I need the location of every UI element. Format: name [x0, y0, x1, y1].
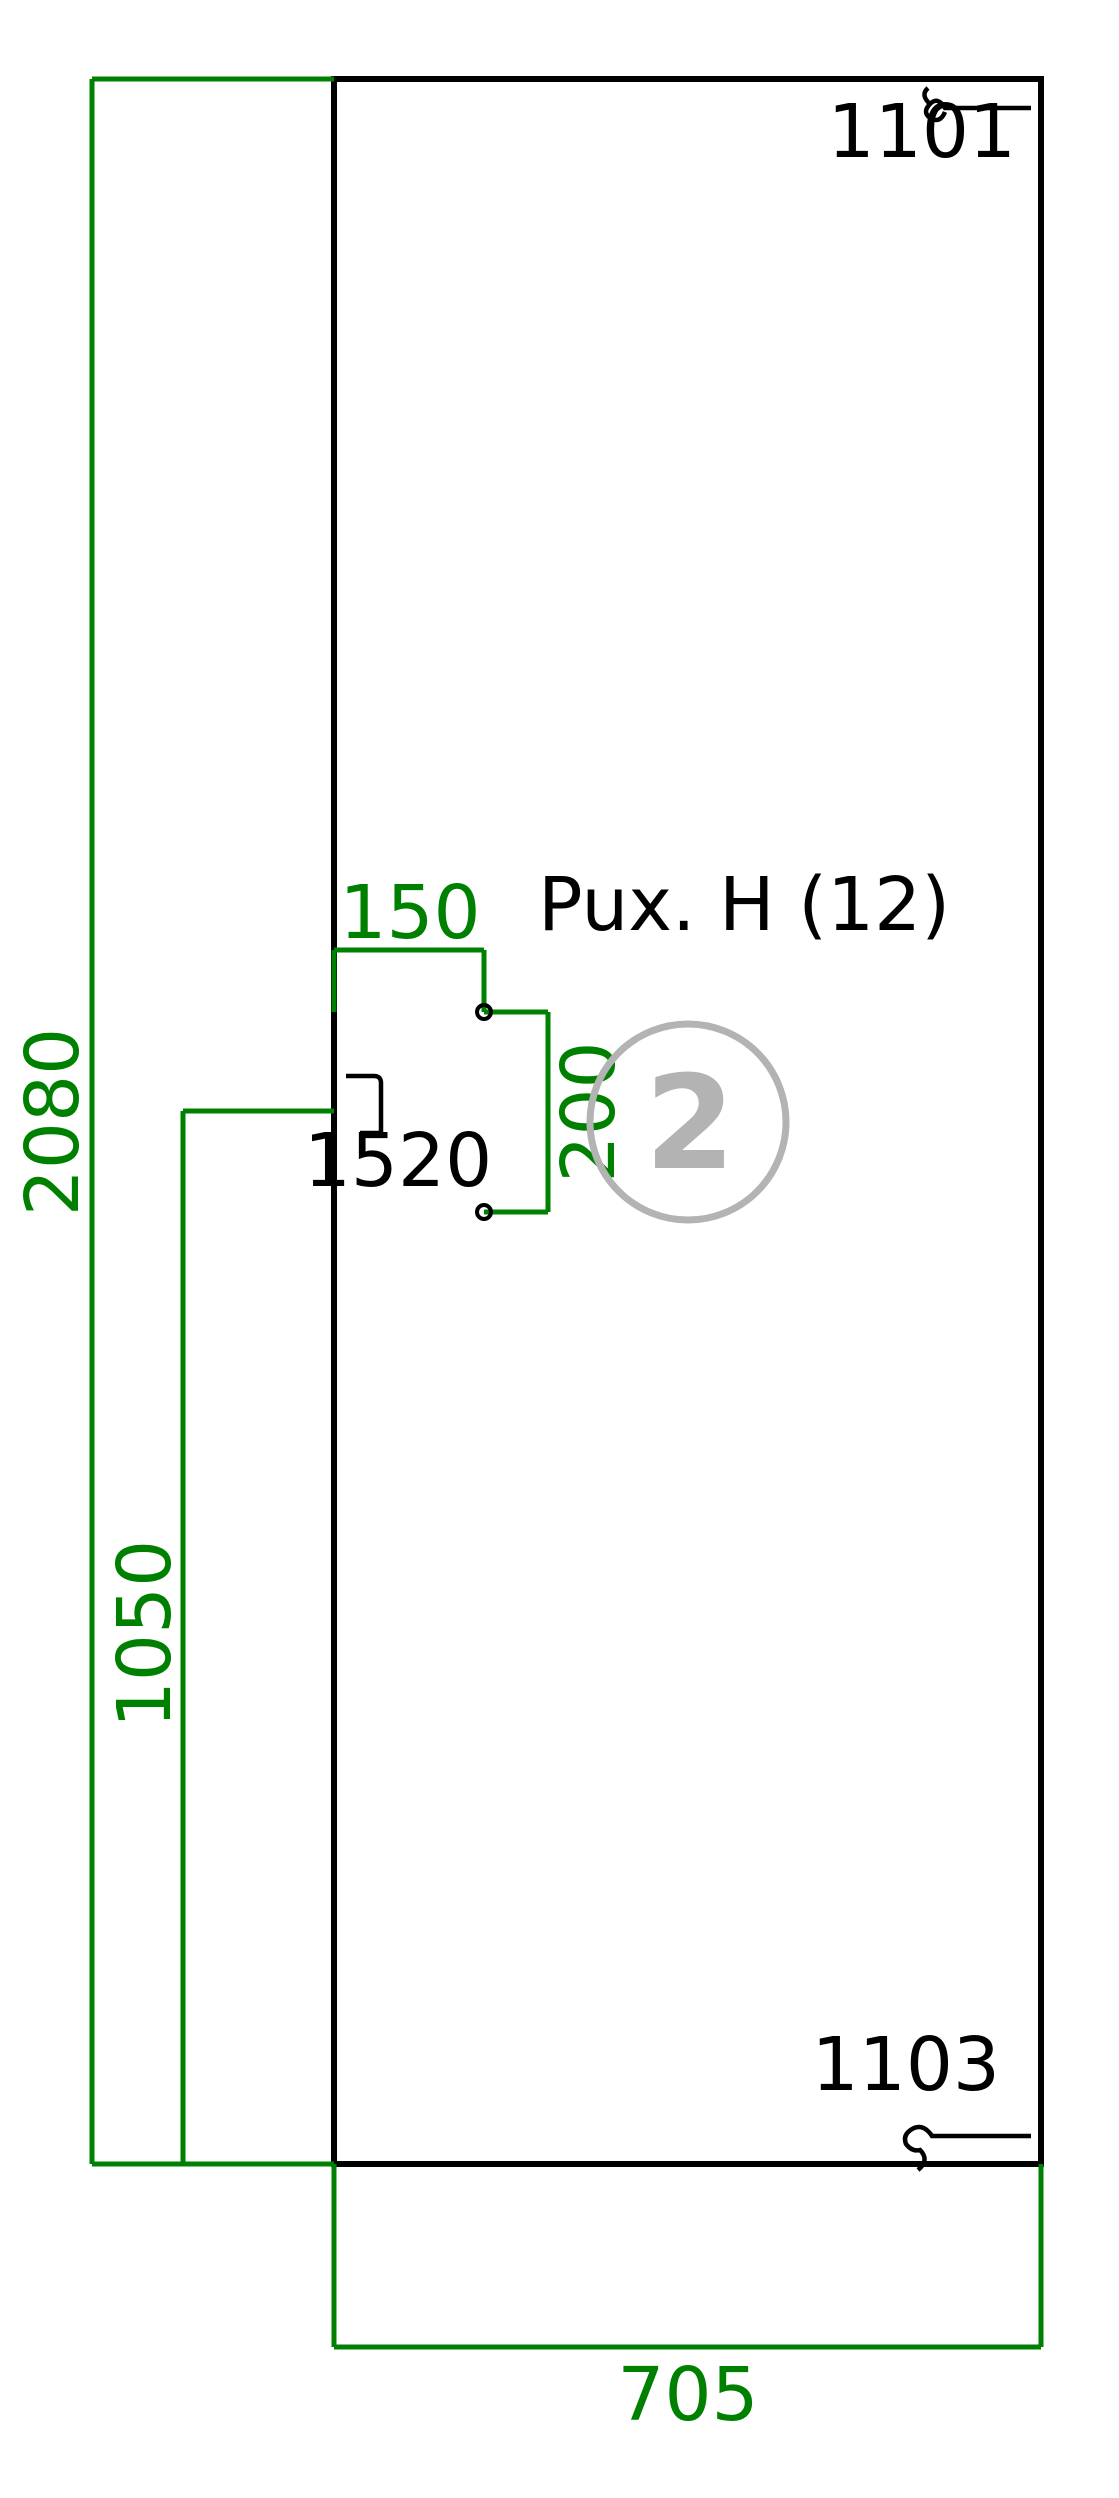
part-number-badge: 2	[586, 1020, 790, 1224]
overall-height-dimension: 2080	[10, 76, 334, 2167]
handle-hole-top	[475, 1003, 493, 1021]
hinge-top-code: 1101	[828, 89, 1016, 175]
door-panel-outline	[331, 76, 1044, 2167]
handle-offset-label: 150	[339, 870, 480, 956]
handle-height-dimension: 1050	[102, 1108, 334, 2167]
hinge-bottom-icon	[902, 2124, 1031, 2172]
handle-symbol-icon	[346, 1073, 384, 1136]
overall-width-label: 705	[617, 2352, 758, 2438]
hinge-bottom-code: 1103	[812, 2022, 1000, 2108]
hinge-bottom: 1103	[812, 2022, 1031, 2172]
hinge-top-icon	[923, 98, 1031, 123]
part-number-label: 2	[645, 1047, 735, 1199]
hinge-top: 1101	[828, 86, 1031, 175]
part-title: Pux. H (12)	[538, 862, 950, 948]
handle-height-label: 1050	[102, 1540, 188, 1728]
handle-offset-dimension: 150	[331, 870, 487, 1012]
handle-code-label: 1520	[304, 1118, 492, 1204]
overall-height-label: 2080	[10, 1028, 96, 1216]
overall-width-dimension: 705	[331, 2164, 1044, 2438]
handle-hole-bottom	[475, 1203, 493, 1221]
